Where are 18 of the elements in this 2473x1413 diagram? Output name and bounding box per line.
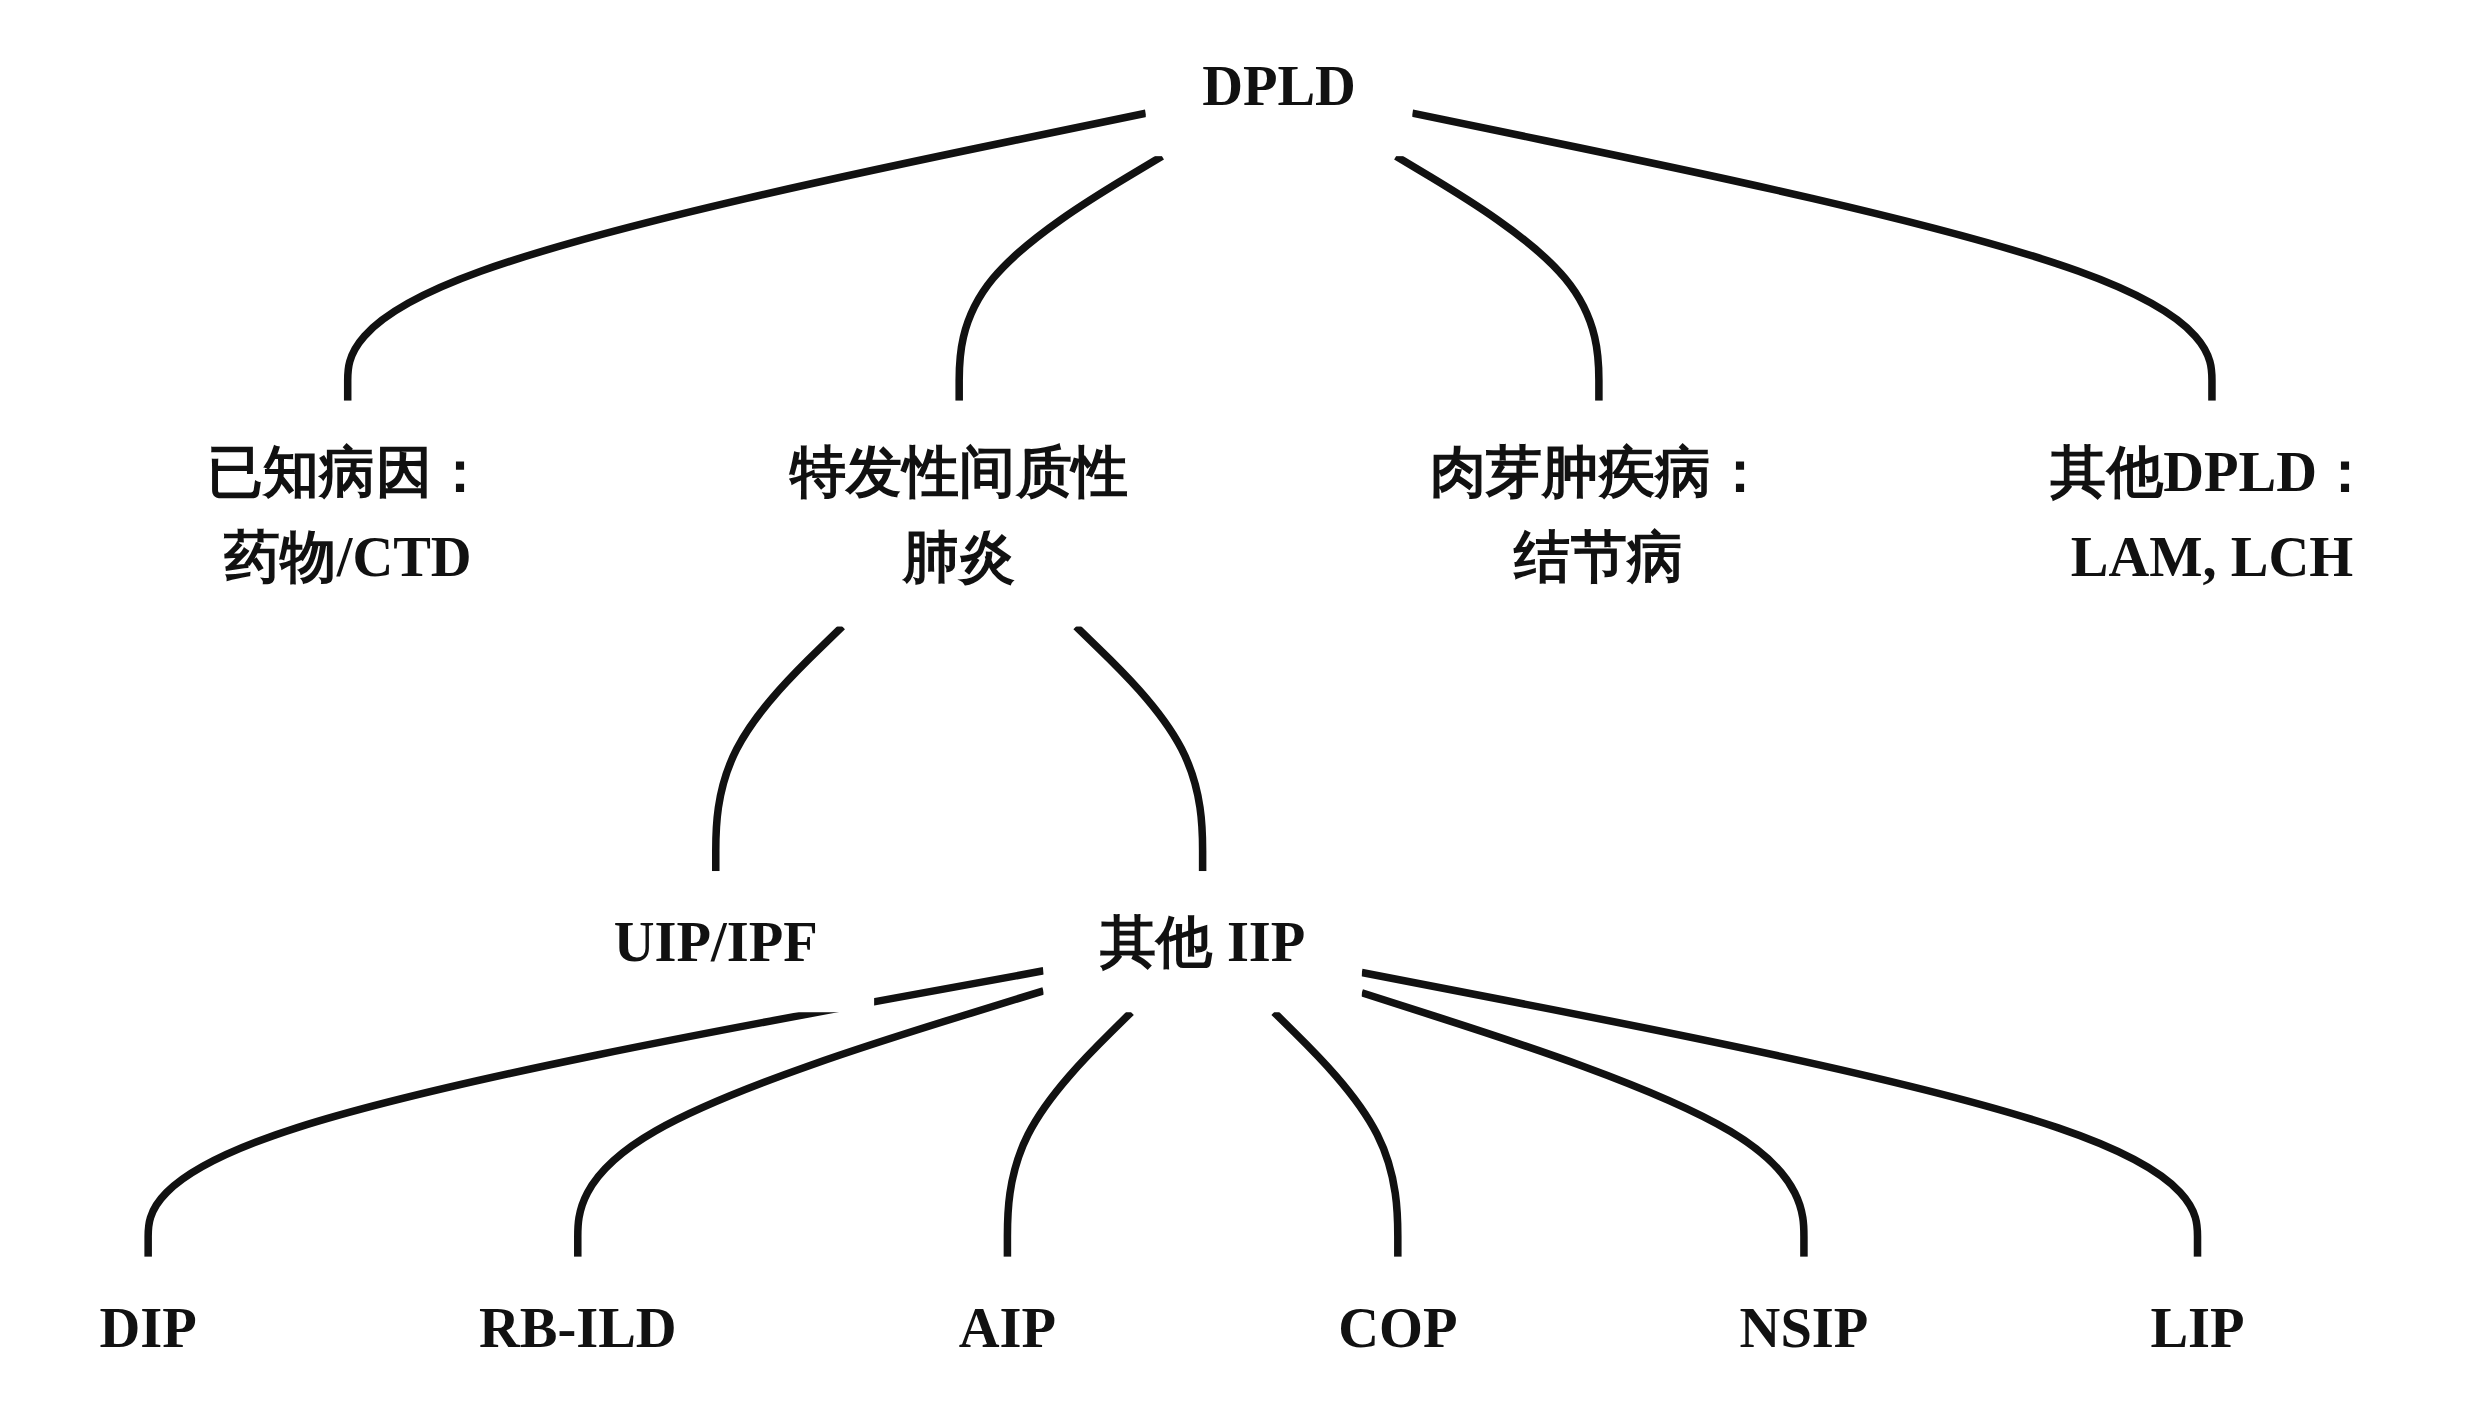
- node-text: DPLD: [1202, 54, 1356, 117]
- node-text: 已知病因： 药物/CTD: [206, 440, 489, 588]
- node-text: NSIP: [1739, 1296, 1869, 1359]
- node-text: RB-ILD: [478, 1296, 677, 1359]
- node-text: 其他 IIP: [1099, 910, 1306, 973]
- connector: [574, 987, 1045, 1257]
- node-text: 肉芽肿疾病： 结节病: [1429, 440, 1769, 588]
- node-text: 其他DPLD： LAM, LCH: [2050, 440, 2374, 588]
- node-text: DIP: [99, 1296, 197, 1359]
- connector: [144, 967, 1045, 1257]
- connector: [1361, 968, 2202, 1257]
- connector: [1411, 109, 2216, 401]
- connector: [343, 109, 1147, 401]
- node-text: 特发性间质性肺炎: [789, 440, 1129, 588]
- connector: [1360, 989, 1808, 1257]
- node-text: COP: [1338, 1296, 1458, 1359]
- node-text: AIP: [958, 1296, 1057, 1359]
- node-text: LIP: [2150, 1296, 2245, 1359]
